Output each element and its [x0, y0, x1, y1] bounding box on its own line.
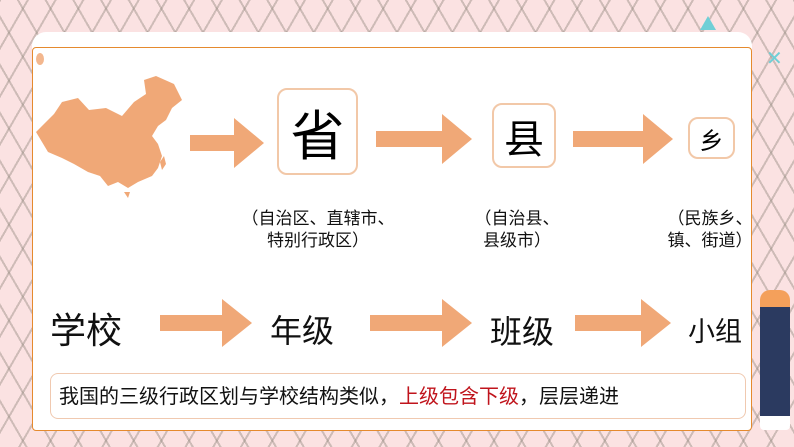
province-note: （自治区、直辖市、特别行政区）: [218, 208, 418, 252]
note-line: （民族乡、: [667, 209, 753, 229]
cross-decoration-icon: ✕: [766, 46, 783, 70]
summary-text: 我国的三级行政区划与学校结构类似，: [59, 384, 399, 408]
triangle-decoration-icon: [700, 16, 716, 30]
note-line: 县级市）: [483, 231, 551, 251]
township-note: （民族乡、镇、街道）: [652, 208, 768, 252]
dot-decoration: [36, 53, 44, 65]
right-arrow-icon: [160, 299, 252, 347]
summary-text-end: ，层层递进: [519, 384, 619, 408]
right-arrow-icon: [573, 114, 673, 164]
level-township-box: 乡: [688, 117, 735, 159]
note-line: 镇、街道）: [667, 231, 753, 251]
note-line: 特别行政区）: [267, 231, 369, 251]
note-line: （自治县、: [474, 209, 560, 229]
group-label: 小组: [688, 317, 742, 348]
right-arrow-icon: [370, 299, 472, 347]
note-line: （自治区、直辖市、: [241, 209, 395, 229]
summary-highlight: 上级包含下级: [399, 384, 519, 408]
level-county-box: 县: [492, 103, 556, 168]
class-label: 班级: [490, 313, 555, 351]
right-arrow-icon: [575, 299, 671, 347]
county-note: （自治县、县级市）: [462, 208, 572, 252]
cartoon-figure: [760, 290, 790, 430]
level-province-box: 省: [277, 88, 358, 175]
right-arrow-icon: [190, 118, 264, 168]
grade-label: 年级: [270, 312, 335, 350]
china-map-icon: [36, 76, 182, 198]
right-arrow-icon: [376, 114, 472, 164]
school-label: 学校: [50, 311, 123, 352]
summary-box: 我国的三级行政区划与学校结构类似，上级包含下级，层层递进: [50, 373, 746, 419]
